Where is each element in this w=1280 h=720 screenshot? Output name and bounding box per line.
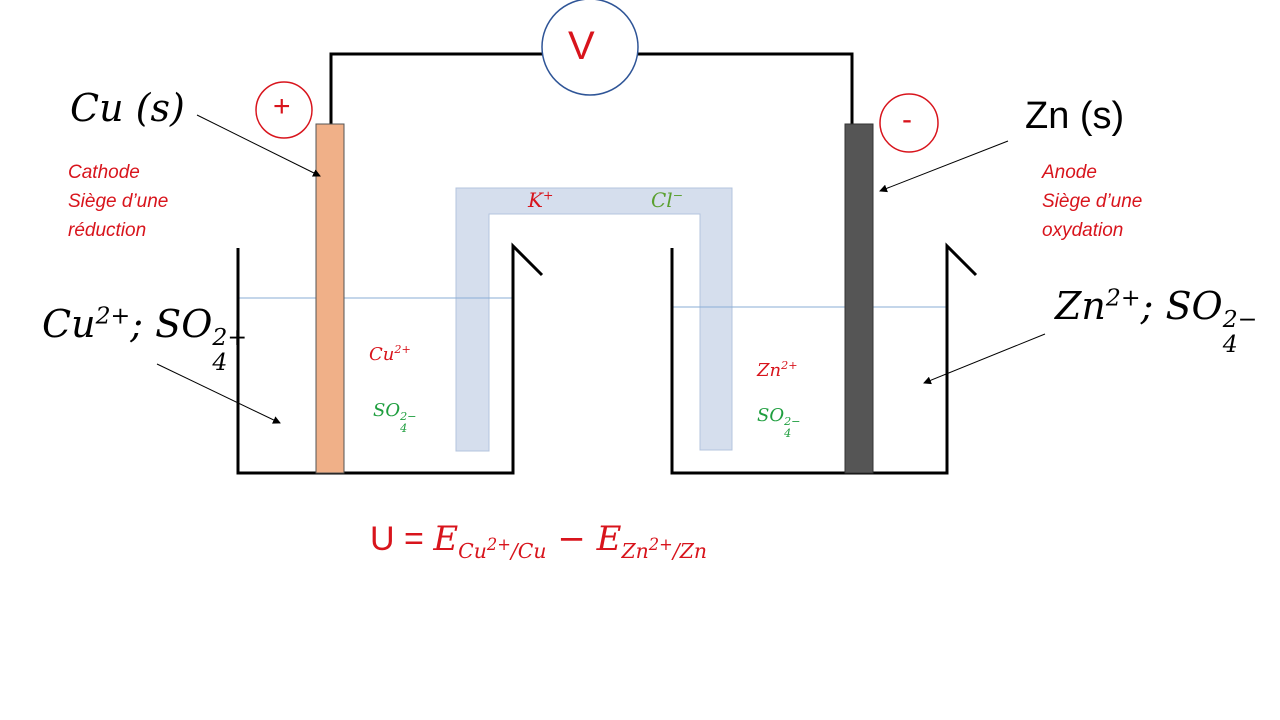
cathode-role: Cathode <box>68 162 140 183</box>
pointer-zn-solution <box>923 333 1046 385</box>
negative-sign-circle <box>879 93 939 153</box>
anode-desc-line1: Siège d’une <box>1042 191 1143 212</box>
anode-role: Anode <box>1042 162 1097 183</box>
zinc-electrode <box>844 123 874 474</box>
cu-electrode-label: Cu (s) <box>70 86 185 130</box>
positive-sign-circle <box>255 81 313 139</box>
circuit-wire-right <box>638 52 854 124</box>
circuit-wire-left <box>329 52 542 124</box>
salt-bridge <box>455 187 733 452</box>
negative-sign: - <box>902 103 912 136</box>
ion-cl-minus: Cl− <box>651 187 684 212</box>
voltmeter-circle <box>541 0 639 96</box>
beaker-right <box>670 242 978 475</box>
zn-electrode-label: Zn (s) <box>1025 95 1125 137</box>
voltage-equation: U = ECu2+/Cu − EZn2+/Zn <box>370 519 707 563</box>
ion-k-plus: K+ <box>528 187 554 212</box>
pointer-zn-electrode <box>879 140 1009 193</box>
voltmeter-label: V <box>568 24 595 68</box>
pointer-cu-electrode <box>196 114 321 177</box>
positive-sign: + <box>273 90 291 123</box>
beaker-left <box>236 242 544 475</box>
anode-notes: Anode Siège d’une oxydation <box>1042 158 1142 245</box>
cathode-notes: Cathode Siège d’une réduction <box>68 158 168 245</box>
ion-zn2plus-right: Zn2+ <box>757 359 798 381</box>
cathode-desc-line2: réduction <box>68 220 147 241</box>
copper-electrode <box>315 123 345 474</box>
cathode-desc-line1: Siège d’une <box>68 191 169 212</box>
anode-desc-line2: oxydation <box>1042 220 1124 241</box>
pointer-cu-solution <box>156 363 281 424</box>
ion-cu2plus-left: Cu2+ <box>369 343 411 365</box>
